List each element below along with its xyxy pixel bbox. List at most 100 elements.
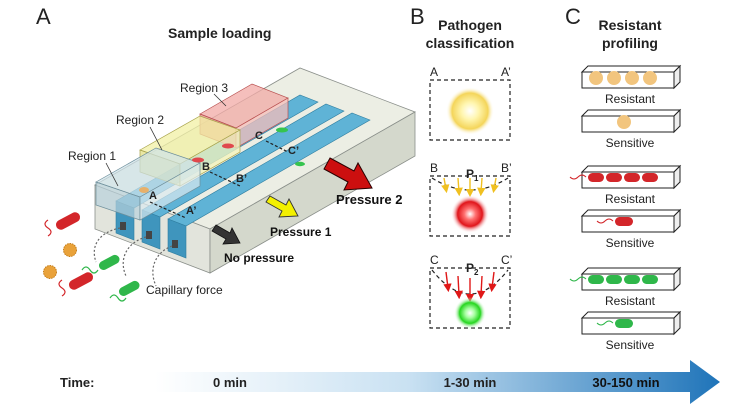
red-bacteria-cell (624, 173, 640, 182)
fungus-cell (625, 71, 639, 85)
classification-box-bb (429, 175, 511, 237)
section-line-aa (149, 201, 187, 219)
panel-a-letter: A (36, 4, 51, 29)
section-line-bb (209, 171, 241, 187)
inlet-2 (146, 231, 152, 239)
box-aa-right-label: A’ (501, 65, 511, 79)
red-bacteria-cell (606, 173, 622, 182)
pathogen-bacteria-red (44, 212, 81, 237)
fungus-cell (607, 71, 621, 85)
red-bacteria-cell (588, 173, 604, 182)
device-right-face (209, 111, 416, 274)
tube-1: Resistant (580, 64, 682, 106)
tube-label: Sensitive (606, 338, 655, 352)
timeline-arrow (155, 360, 720, 404)
panel-a-title: Sample loading (168, 25, 271, 41)
point-b-label: B (202, 161, 210, 173)
panel-c-title-line1: Resistant (598, 17, 661, 33)
timeline (155, 360, 720, 404)
panel-b-title-line2: classification (426, 35, 515, 51)
cell-red (192, 157, 204, 163)
timeline-t0: 0 min (213, 375, 247, 390)
red-bacteria-cell (615, 217, 633, 226)
classification-box-cc (429, 267, 511, 329)
pathogen-bacteria-green (109, 280, 140, 302)
pathogen-fungus (43, 265, 57, 279)
timeline-t1: 1-30 min (444, 375, 497, 390)
box-cc-right-label: C’ (501, 253, 512, 267)
region-3-leader (213, 93, 227, 107)
point-a-label: A (149, 190, 157, 202)
section-line-cc (265, 140, 289, 153)
pressure-2-label: Pressure 2 (336, 192, 403, 207)
region-1-label: Region 1 (68, 149, 116, 163)
panel-b-letter: B (410, 4, 425, 29)
flagellum (596, 320, 614, 326)
fungus-cell (617, 115, 631, 129)
region-2-leader (149, 126, 163, 151)
profiling-column: ResistantSensitiveResistantSensitiveResi… (569, 64, 682, 352)
flagellum (596, 218, 614, 224)
classification-box-aa (429, 79, 511, 141)
timeline-label: Time: (60, 375, 94, 390)
box-cc-left-label: C (430, 253, 439, 267)
channel-3 (167, 112, 371, 259)
box-bb-right-label: B’ (501, 161, 512, 175)
inlet-3 (172, 240, 178, 248)
tube-label: Sensitive (606, 236, 655, 250)
cell-green (276, 127, 288, 133)
panel-c-letter: C (565, 4, 581, 29)
pressure-p2-label: P2 (466, 261, 479, 277)
red-bacteria-cell (642, 173, 658, 182)
cell-green (295, 161, 305, 167)
pressure-2-arrow (323, 157, 373, 191)
green-bacteria-cell (615, 319, 633, 328)
point-b-prime-label: B’ (236, 173, 247, 185)
panel-b-title-line1: Pathogen (438, 17, 502, 33)
timeline-t2: 30-150 min (592, 375, 659, 390)
fungus-cell (643, 71, 657, 85)
inlet-1 (120, 222, 126, 230)
tube-3: Resistant (569, 164, 682, 206)
point-a-prime-label: A’ (186, 205, 196, 217)
capillary-flow-lines (93, 227, 173, 287)
tube-2: Sensitive (580, 108, 682, 150)
region-2-label: Region 2 (116, 113, 164, 127)
pathogen-bacteria-green (81, 254, 120, 274)
green-bacteria-glow (454, 297, 486, 329)
flagellum (569, 276, 587, 282)
point-c-label: C (255, 130, 263, 142)
green-bacteria-cell (642, 275, 658, 284)
capillary-force-label: Capillary force (146, 283, 223, 297)
fungus-cell (589, 71, 603, 85)
pressure-1-label: Pressure 1 (270, 225, 332, 239)
tube-label: Sensitive (606, 136, 655, 150)
flagellum (569, 174, 587, 180)
microfluidic-device: Region 1 Region 2 Region 3 A A’ B B’ C C… (68, 67, 416, 274)
no-pressure-label: No pressure (224, 251, 294, 265)
box-aa-left-label: A (430, 65, 438, 79)
pathogen-bacteria-red (58, 272, 94, 297)
tube-label: Resistant (605, 294, 656, 308)
pressure-p1-label: P1 (466, 167, 479, 183)
tube-5: Resistant (569, 266, 682, 308)
tube-4: Sensitive (580, 208, 682, 250)
pressure-1-arrow (265, 195, 299, 218)
tube-label: Resistant (605, 192, 656, 206)
region-1-leader (105, 162, 119, 187)
cell-fungus (139, 187, 149, 193)
point-c-prime-label: C’ (288, 145, 299, 157)
green-bacteria-cell (588, 275, 604, 284)
panel-c-title-line2: profiling (602, 35, 658, 51)
tube-6: Sensitive (580, 310, 682, 352)
green-bacteria-cell (606, 275, 622, 284)
region-3-label: Region 3 (180, 81, 228, 95)
no-pressure-arrow (211, 224, 241, 245)
pathogen-fungus (63, 243, 77, 257)
tube-label: Resistant (605, 92, 656, 106)
fungus-glow (446, 87, 494, 135)
box-bb-left-label: B (430, 161, 438, 175)
cell-red (222, 143, 234, 149)
